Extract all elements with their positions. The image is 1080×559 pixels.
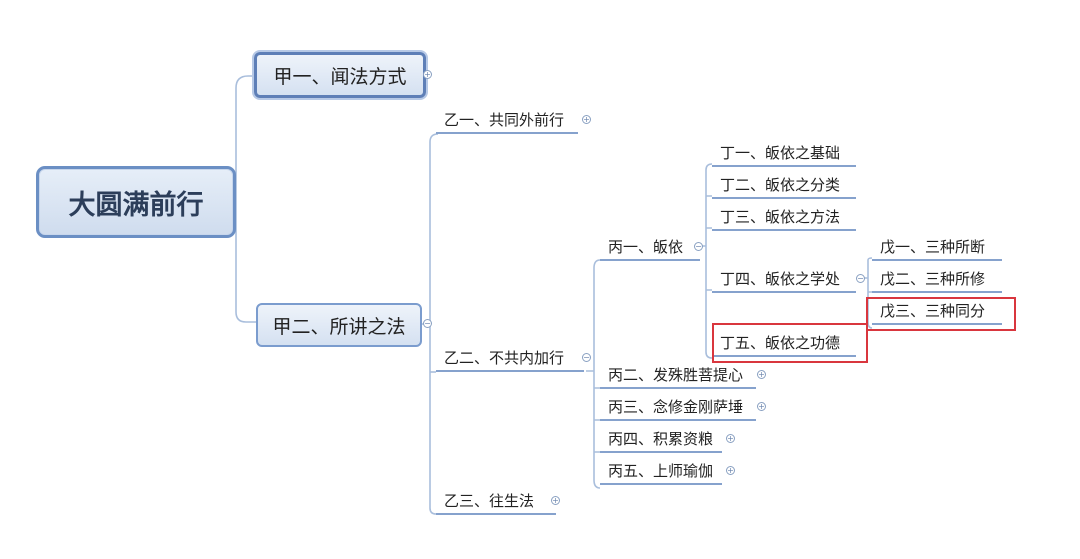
highlight-box-wu3 bbox=[866, 297, 1016, 331]
node-ding2[interactable]: 丁二、皈依之分类 bbox=[712, 173, 856, 199]
node-bing4[interactable]: 丙四、积累资粮 bbox=[600, 427, 722, 453]
expand-icon[interactable] bbox=[551, 496, 560, 505]
node-bing5[interactable]: 丙五、上师瑜伽 bbox=[600, 459, 722, 485]
node-wu3[interactable]: 戊三、三种同分 bbox=[872, 299, 1002, 325]
expand-icon[interactable] bbox=[726, 466, 735, 475]
collapse-icon[interactable] bbox=[856, 274, 865, 283]
node-bing1[interactable]: 丙一、皈依 bbox=[600, 235, 700, 261]
node-jia2[interactable]: 甲二、所讲之法 bbox=[256, 303, 422, 347]
expand-icon[interactable] bbox=[757, 370, 766, 379]
edge-bing1-ding bbox=[700, 163, 713, 359]
collapse-icon[interactable] bbox=[423, 319, 432, 328]
node-bing2[interactable]: 丙二、发殊胜菩提心 bbox=[600, 363, 756, 389]
expand-icon[interactable] bbox=[423, 70, 432, 79]
highlight-box-ding5 bbox=[712, 323, 868, 363]
node-jia1[interactable]: 甲一、闻法方式 bbox=[254, 52, 426, 98]
edge-yi2-bing bbox=[586, 259, 601, 489]
node-ding3[interactable]: 丁三、皈依之方法 bbox=[712, 205, 856, 231]
node-yi1[interactable]: 乙一、共同外前行 bbox=[436, 108, 578, 134]
node-wu2[interactable]: 戊二、三种所修 bbox=[872, 267, 1002, 293]
node-ding1[interactable]: 丁一、皈依之基础 bbox=[712, 141, 856, 167]
node-yi2[interactable]: 乙二、不共内加行 bbox=[436, 346, 584, 372]
collapse-icon[interactable] bbox=[582, 353, 591, 362]
collapse-icon[interactable] bbox=[694, 242, 703, 251]
node-ding5[interactable]: 丁五、皈依之功德 bbox=[712, 331, 856, 357]
node-yi3[interactable]: 乙三、往生法 bbox=[436, 489, 556, 515]
node-wu1[interactable]: 戊一、三种所断 bbox=[872, 235, 1002, 261]
root-node[interactable]: 大圆满前行 bbox=[36, 166, 236, 238]
edge-ding4-wu bbox=[862, 257, 873, 329]
expand-icon[interactable] bbox=[726, 434, 735, 443]
node-ding4[interactable]: 丁四、皈依之学处 bbox=[712, 267, 856, 293]
expand-icon[interactable] bbox=[582, 115, 591, 124]
expand-icon[interactable] bbox=[757, 402, 766, 411]
node-bing3[interactable]: 丙三、念修金刚萨埵 bbox=[600, 395, 756, 421]
